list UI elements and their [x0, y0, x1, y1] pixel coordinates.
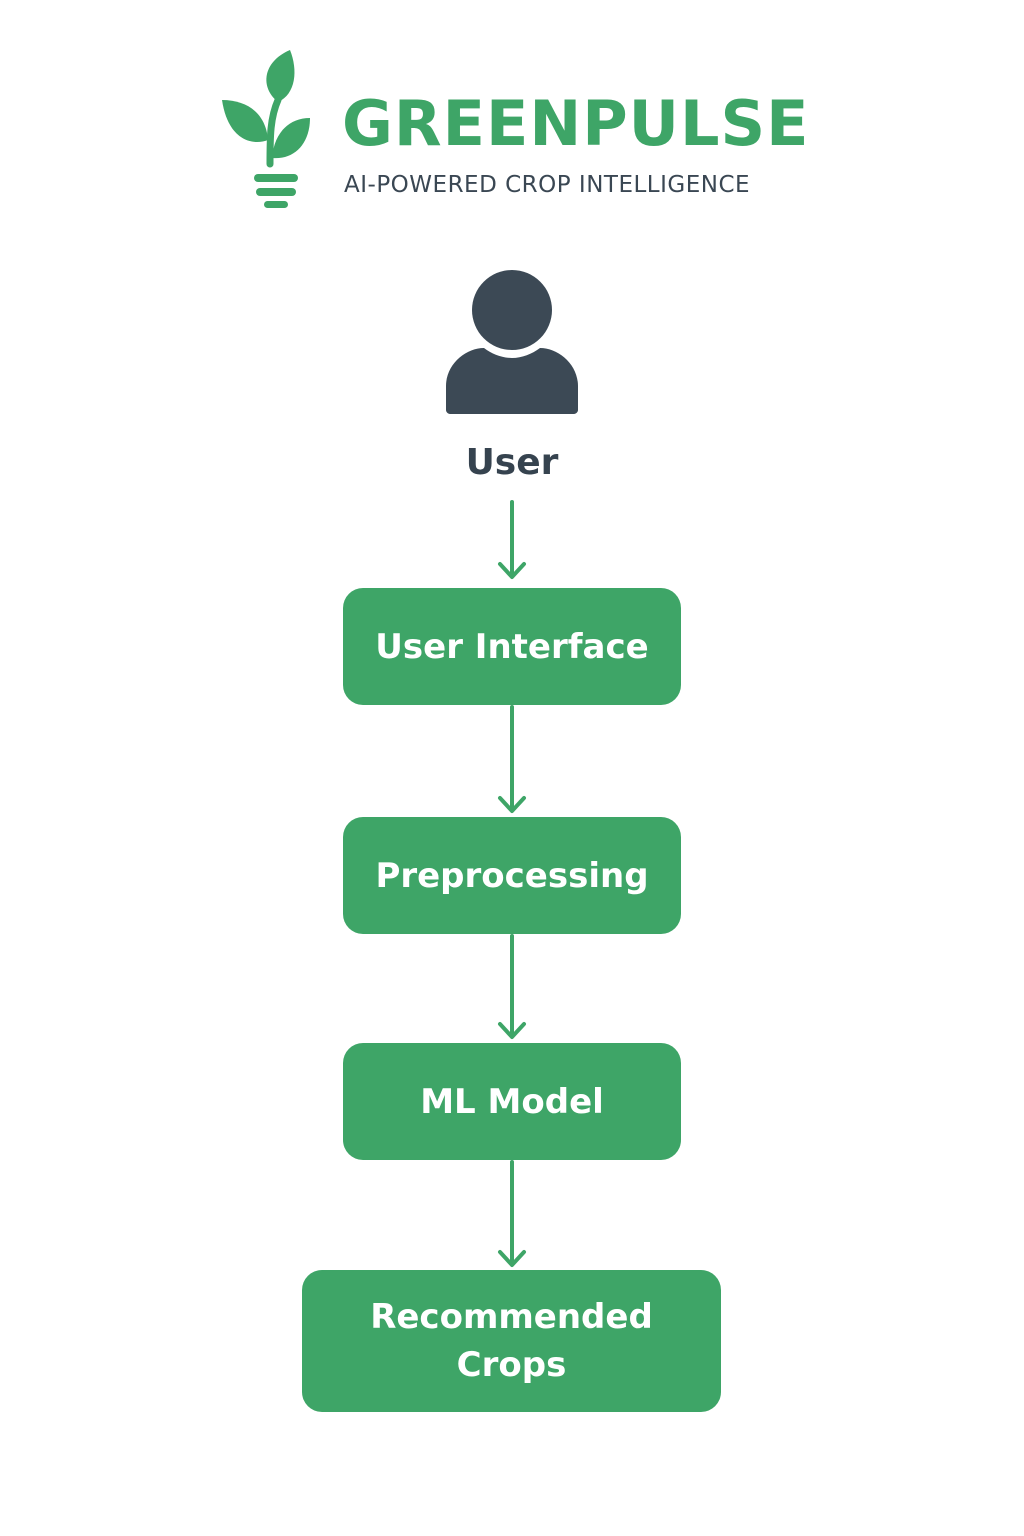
arrow-preprocessing-to-ml [498, 934, 526, 1039]
user-icon [446, 270, 578, 414]
node-recommended-crops: Recommended Crops [302, 1270, 721, 1412]
brand-tagline: AI-POWERED CROP INTELLIGENCE [344, 172, 751, 198]
node-ml-model: ML Model [343, 1043, 681, 1160]
user-label: User [465, 442, 559, 483]
sprout-bulb-icon [222, 50, 310, 208]
brand-name: GREENPULSE [342, 87, 810, 160]
arrow-ui-to-preprocessing [498, 705, 526, 813]
node-user-interface: User Interface [343, 588, 681, 705]
node-preprocessing: Preprocessing [343, 817, 681, 934]
arrow-user-to-ui [498, 500, 526, 579]
arrow-ml-to-recommended [498, 1160, 526, 1267]
